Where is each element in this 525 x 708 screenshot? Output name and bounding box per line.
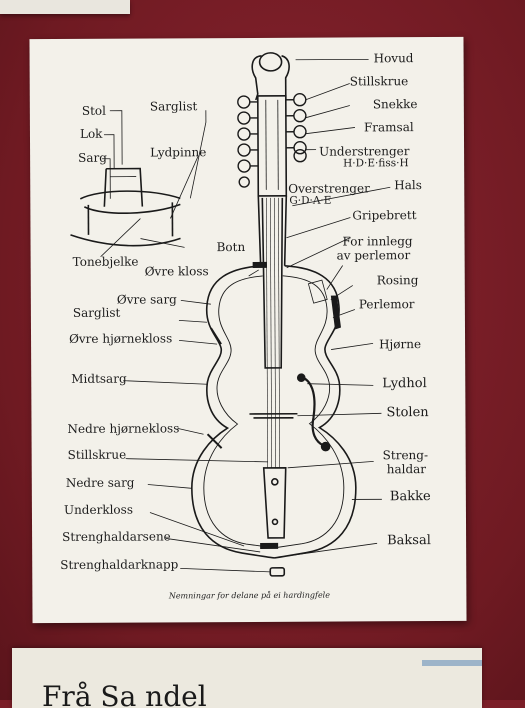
label-for-innlegg: For innlegg [343,235,413,247]
label-rosing: Rosing [377,274,419,286]
label-snekke: Snekke [373,98,418,110]
label-hals: Hals [394,179,422,191]
label-overstrenger-notes: G·D·A·E [289,196,331,207]
label-sarglist-top: Sarglist [150,100,198,112]
label-botn: Botn [217,241,246,253]
label-lydhol: Lydhol [382,377,427,390]
label-sarglist: Sarglist [73,307,121,319]
diagram-card: Hovud Stillskrue Snekke Framsal Understr… [29,37,466,623]
bottom-card-strip [422,660,482,666]
label-lok: Lok [80,128,103,140]
label-lydpinne: Lydpinne [150,146,206,158]
label-baksal: Baksal [387,534,431,547]
label-framsal: Framsal [364,121,414,133]
label-ovre-kloss: Øvre kloss [145,265,209,277]
label-strenghaldarsene: Strenghaldarsene [62,530,171,543]
label-bakke: Bakke [390,490,431,503]
label-ovre-hjornekloss: Øvre hjørnekloss [69,332,172,345]
label-hovud: Hovud [374,52,414,64]
bottom-card: Frå Sa ndel [12,648,482,708]
top-card-edge [0,0,130,14]
label-tonebjelke: Tonebjelke [73,256,139,268]
label-haldar: haldar [387,463,426,475]
label-stolen: Stolen [386,406,428,419]
label-understrenger-notes: H·D·E·fiss·H [343,158,409,169]
label-underkloss: Underkloss [64,504,133,516]
label-midtsarg: Midtsarg [71,373,126,385]
label-sarg: Sarg [78,152,107,164]
label-strenghaldarknapp: Strenghaldarknapp [60,558,178,571]
label-understrenger: Understrenger [319,145,409,157]
label-perlemor: Perlemor [359,298,415,310]
bottom-card-text: Frå Sa ndel [42,680,207,708]
label-stillskrue-top: Stillskrue [350,75,409,87]
label-ovre-sarg: Øvre sarg [117,293,177,305]
label-stillskrue: Stillskrue [68,449,127,461]
label-streng: Streng- [383,449,428,461]
label-hjorne: Hjørne [379,338,421,350]
label-nedre-sarg: Nedre sarg [66,477,135,489]
label-stol: Stol [82,105,106,117]
label-overstrenger: Overstrenger [288,182,370,194]
label-gripebrett: Gripebrett [352,209,416,221]
label-av-perlemor: av perlemor [337,249,411,261]
label-nedre-hjornekloss: Nedre hjørnekloss [67,422,179,435]
